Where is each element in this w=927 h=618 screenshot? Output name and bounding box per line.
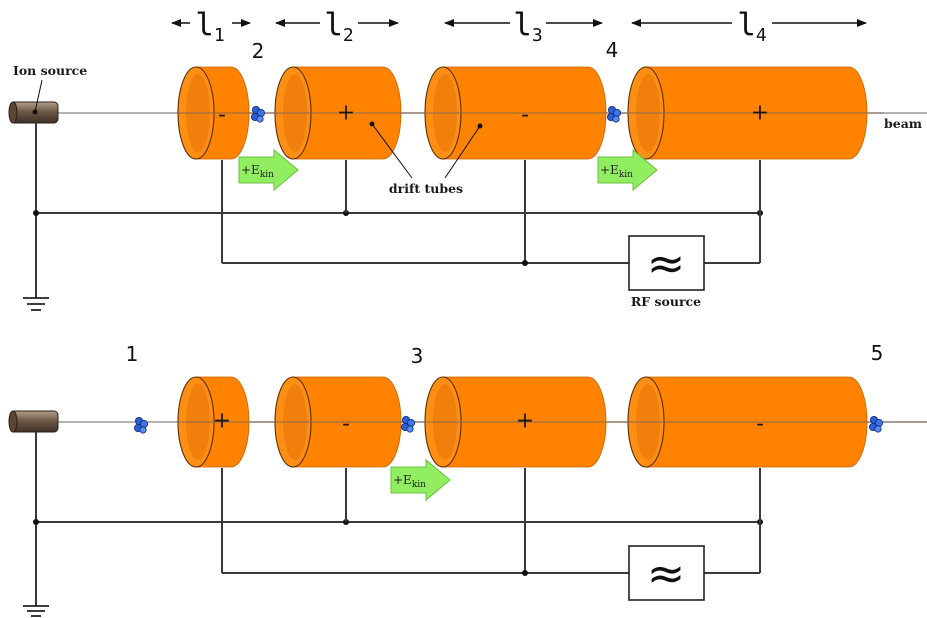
rf-symbol: ≈ <box>647 236 686 290</box>
rf-symbol: ≈ <box>647 546 686 600</box>
length-l1: l1 <box>195 7 225 46</box>
length-l3: l3 <box>513 7 543 46</box>
polarity-tube-4: + <box>751 101 769 126</box>
position-1: 1 <box>126 342 139 366</box>
ion-source <box>8 410 59 433</box>
drift-tubes-label: drift tubes <box>389 181 463 196</box>
bottom-panel: ≈ + - + - 1 3 5 <box>8 341 927 617</box>
length-l4: l4 <box>737 7 767 46</box>
svg-text:+Ekin: +Ekin <box>241 163 274 180</box>
energy-gain-arrow: +Ekin <box>390 458 451 502</box>
energy-gain-arrow: +Ekin <box>597 148 658 192</box>
energy-gain-arrow: +Ekin <box>238 148 299 192</box>
polarity-tube-1: + <box>213 409 231 434</box>
polarity-tube-2: - <box>342 412 350 437</box>
ion-source-label: Ion source <box>13 63 87 78</box>
length-dimensions: l1 l2 l3 l4 <box>171 7 867 46</box>
ion-bunch-icon <box>869 416 883 433</box>
polarity-tube-2: + <box>337 101 355 126</box>
rf-source <box>628 545 705 601</box>
polarity-tube-1: - <box>218 103 226 128</box>
rf-source-label: RF source <box>631 294 701 309</box>
polarity-tube-3: + <box>516 409 534 434</box>
position-5: 5 <box>871 341 884 365</box>
svg-text:+Ekin: +Ekin <box>600 163 633 180</box>
position-4: 4 <box>606 38 619 62</box>
position-2: 2 <box>252 39 265 63</box>
ion-bunch-icon <box>251 106 265 123</box>
top-panel: Ion source ≈ RF source <box>8 38 927 311</box>
polarity-tube-3: - <box>521 103 529 128</box>
position-3: 3 <box>411 344 424 368</box>
svg-text:+Ekin: +Ekin <box>393 473 426 490</box>
length-l2: l2 <box>324 7 354 46</box>
beam-label: beam <box>884 116 922 131</box>
ion-bunch-icon <box>134 417 148 434</box>
ground-symbol <box>23 297 49 311</box>
ground-symbol <box>23 605 49 617</box>
ion-bunch-icon <box>607 106 621 123</box>
rf-source <box>628 235 705 291</box>
ion-bunch-icon <box>401 416 415 433</box>
polarity-tube-4: - <box>756 412 764 437</box>
